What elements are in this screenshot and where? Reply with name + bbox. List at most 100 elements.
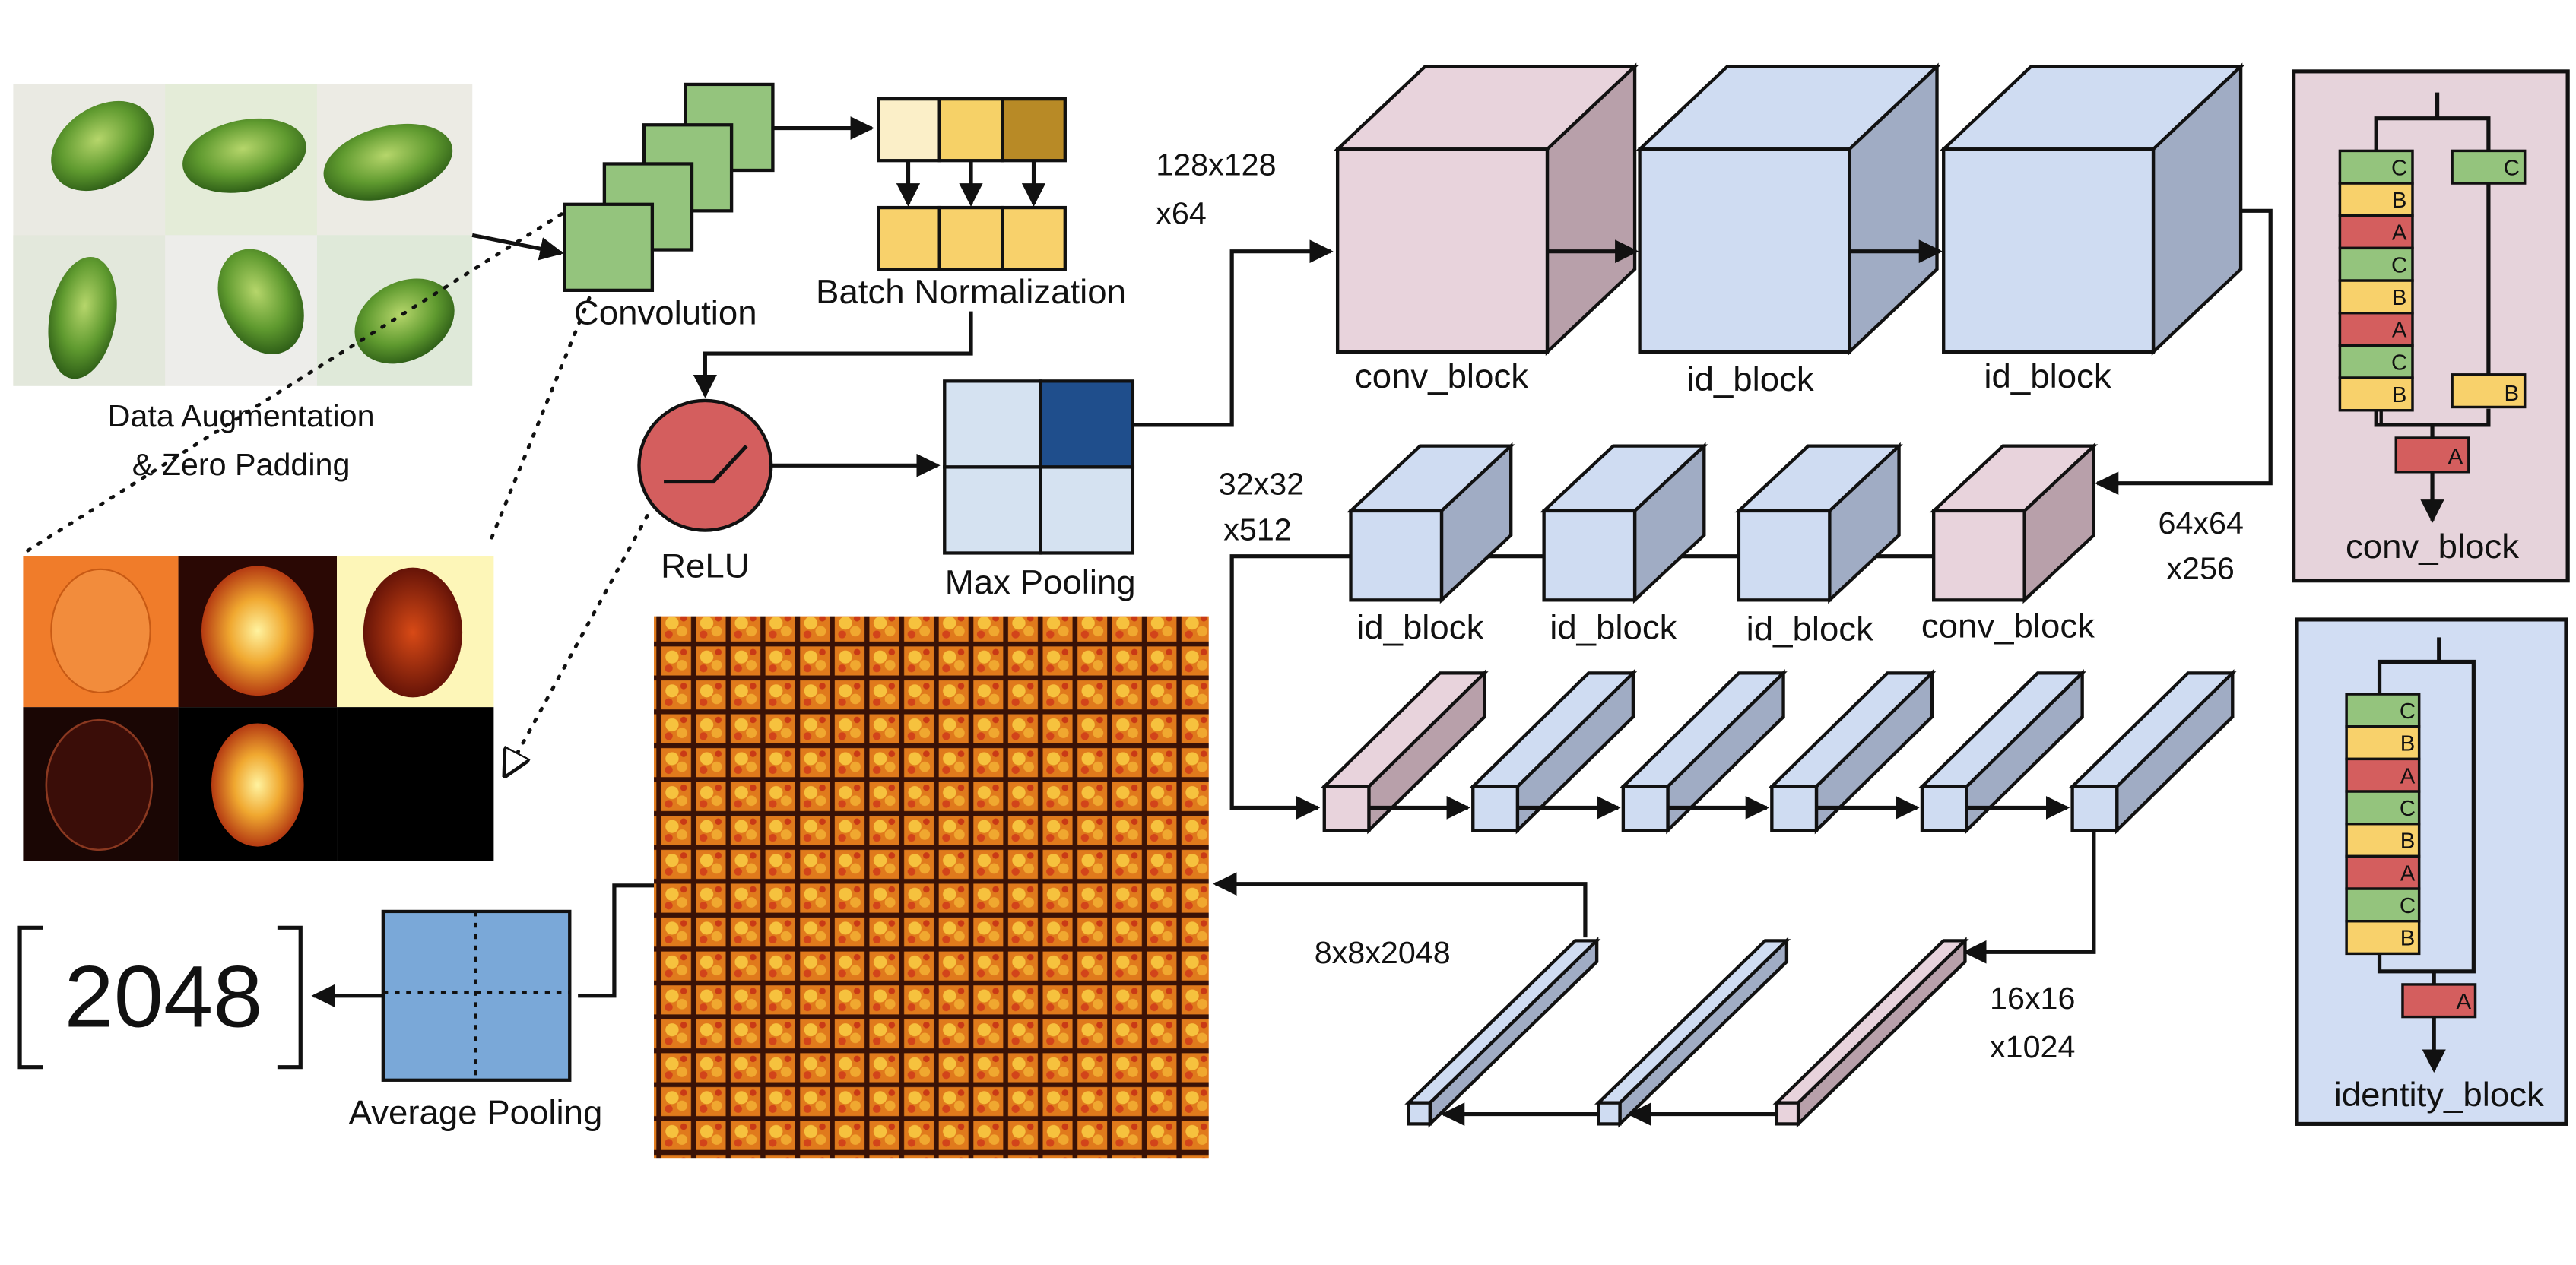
relu-label: ReLU xyxy=(661,547,750,585)
stage2-id-block-cube-2 xyxy=(1540,442,1708,604)
max-pooling-label: Max Pooling xyxy=(945,563,1136,601)
arrow-batchnorm-to-relu xyxy=(693,311,973,398)
id-legend-after-add-label: A xyxy=(2457,990,2472,1014)
stage2-conv-block-cube xyxy=(1929,442,2099,604)
conv-legend-cell-6 xyxy=(2338,344,2414,379)
batch-normalization-label: Batch Normalization xyxy=(816,272,1126,311)
id-legend-cell-label-6: C xyxy=(2400,894,2416,918)
stage4-dims-label: 8x8x2048 xyxy=(1315,936,1451,971)
conv-legend-cell-4 xyxy=(2338,279,2414,315)
output-bracket-right xyxy=(277,925,303,1070)
max-pooling-grid xyxy=(943,379,1135,555)
stage2-dims-line2: x256 xyxy=(2166,551,2234,586)
projection-dotted-line-2 xyxy=(487,251,610,547)
convolution-label: Convolution xyxy=(574,293,757,332)
stage4-block-prism-3 xyxy=(1404,937,1601,1128)
stage2-block-label-1: id_block xyxy=(1746,610,1874,648)
conv-legend-cell-1 xyxy=(2338,182,2414,217)
conv-legend-shortcut-path: C B xyxy=(2451,149,2527,409)
conv-legend-after-add-cell xyxy=(2394,436,2470,474)
id-legend-cell-label-7: B xyxy=(2400,927,2416,951)
id-legend-cell-label-0: C xyxy=(2400,699,2416,724)
stage2-block-label-0: conv_block xyxy=(1921,607,2095,645)
id-legend-cell-3 xyxy=(2345,790,2421,826)
conv-legend-cell-label-4: B xyxy=(2392,286,2407,310)
stage1-id-block-cube-2 xyxy=(1939,62,2245,356)
id-legend-cell-2 xyxy=(2345,757,2421,793)
stage3-block-prism-2 xyxy=(1468,669,1638,835)
conv-legend-cell-2 xyxy=(2338,214,2414,250)
stage2-out-dims-line1: 32x32 xyxy=(1219,467,1304,502)
conv-legend-cell-7 xyxy=(2338,376,2414,412)
conv-legend-cell-label-2: A xyxy=(2392,221,2407,246)
id-legend-cell-label-1: B xyxy=(2400,732,2416,756)
conv-legend-after-add-label: A xyxy=(2448,445,2463,469)
conv-legend-shortcut-label-0: C xyxy=(2504,157,2520,181)
stage1-dims-line2: x64 xyxy=(1156,196,1207,231)
stage1-block-label-2: id_block xyxy=(1984,357,2111,395)
output-dimension-value: 2048 xyxy=(65,947,263,1045)
conv-legend-shortcut-cell-0 xyxy=(2451,149,2527,185)
arrow-stage2-to-stage3 xyxy=(1229,554,1351,820)
arrow-stage4-to-feature-map xyxy=(1213,872,1588,938)
batch-normalization-graphic xyxy=(877,97,1067,271)
stage2-block-label-2: id_block xyxy=(1550,608,1677,647)
stage3-dims-line1: 16x16 xyxy=(1990,981,2075,1016)
stage2-block-label-3: id_block xyxy=(1356,608,1484,647)
stage3-block-prism-4 xyxy=(1768,669,1937,835)
stage2-id-block-cube-3 xyxy=(1347,442,1515,604)
stage3-block-prism-6 xyxy=(2068,669,2237,835)
average-pooling-label: Average Pooling xyxy=(349,1093,603,1132)
output-bracket-left xyxy=(17,925,43,1070)
id-legend-cell-label-4: B xyxy=(2400,829,2416,854)
stage1-dims-line1: 128x128 xyxy=(1156,147,1276,182)
conv-legend-cell-label-7: B xyxy=(2392,383,2407,407)
convolution-filter-stack xyxy=(563,82,775,292)
identity-block-legend xyxy=(2295,617,2568,1126)
augmented-leaf-image-grid xyxy=(13,84,473,386)
stage3-block-prism-1 xyxy=(1320,669,1489,835)
conv-block-legend xyxy=(2292,69,2570,583)
stage1-block-label-1: id_block xyxy=(1686,360,1814,399)
stage1-id-block-cube-1 xyxy=(1635,62,1941,356)
id-legend-cell-1 xyxy=(2345,725,2421,761)
projection-dotted-line-3 xyxy=(506,514,649,775)
stage1-block-label-0: conv_block xyxy=(1355,357,1528,395)
identity-legend-title: identity_block xyxy=(2334,1075,2545,1114)
id-legend-after-add-cell xyxy=(2401,983,2477,1019)
stage4-block-prism-2 xyxy=(1594,937,1791,1128)
stage4-block-prism-1 xyxy=(1772,937,1969,1128)
conv-legend-shortcut-label-1: B xyxy=(2505,382,2520,406)
id-legend-cell-label-5: A xyxy=(2400,862,2416,886)
id-legend-cell-label-3: C xyxy=(2400,797,2416,821)
average-pooling-box xyxy=(381,909,572,1082)
filtered-feature-image-grid xyxy=(23,556,494,861)
arrow-stage1-to-stage2 xyxy=(2095,208,2273,496)
arrow-feature-map-to-avgpool xyxy=(578,883,655,998)
stage3-dims-line2: x1024 xyxy=(1990,1029,2075,1064)
arrow-images-to-convolution xyxy=(471,233,564,261)
conv-legend-cell-label-3: C xyxy=(2391,254,2407,278)
augmentation-label-line1: Data Augmentation xyxy=(108,398,375,433)
feature-map-grid xyxy=(654,616,1209,1159)
identity-legend-main-path: C B A C B A C B xyxy=(2345,693,2421,956)
conv-legend-cell-label-0: C xyxy=(2391,157,2407,181)
conv-legend-cell-label-5: A xyxy=(2392,319,2407,343)
stage3-block-prism-3 xyxy=(1619,669,1788,835)
augmentation-label-line2: & Zero Padding xyxy=(132,447,351,482)
stage2-out-dims-line2: x512 xyxy=(1223,512,1291,547)
id-legend-cell-0 xyxy=(2345,693,2421,728)
arrow-maxpool-to-stage1 xyxy=(1132,239,1334,427)
conv-legend-cell-label-6: C xyxy=(2391,351,2407,376)
relu-node xyxy=(637,398,773,532)
stage1-conv-block-cube xyxy=(1333,62,1639,356)
id-legend-cell-label-2: A xyxy=(2400,765,2416,789)
conv-legend-shortcut-cell-1 xyxy=(2451,373,2527,409)
stage2-id-block-cube-1 xyxy=(1734,442,1903,604)
stage2-dims-line1: 64x64 xyxy=(2159,506,2244,541)
conv-legend-cell-label-1: B xyxy=(2392,189,2407,213)
conv-legend-title: conv_block xyxy=(2346,527,2519,566)
arrow-stage3-to-stage4 xyxy=(1962,830,2096,964)
conv-legend-main-path: C B A C B A C B xyxy=(2338,149,2414,412)
